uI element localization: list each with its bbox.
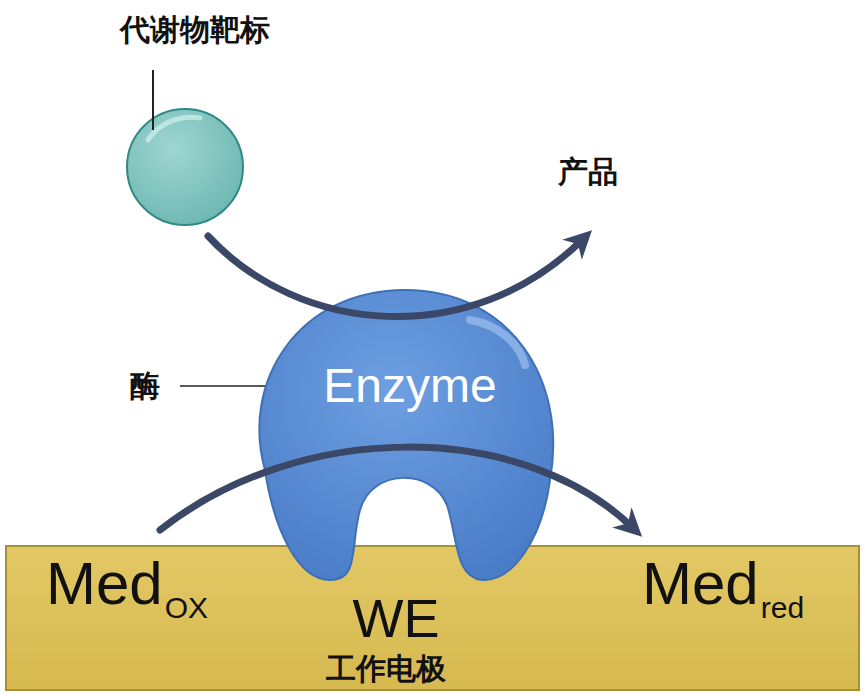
circle-highlight	[148, 117, 200, 140]
enzyme-shape	[259, 290, 553, 580]
electron-arrow	[160, 447, 632, 530]
leader-line	[152, 70, 154, 130]
electrode-band	[6, 546, 859, 690]
enzyme: Enzyme	[248, 290, 560, 580]
enzyme-highlight	[470, 320, 525, 365]
working-electrode: MedOXWE工作电极Medred	[6, 546, 859, 690]
subscript: red	[761, 593, 804, 623]
electrode-label: WE	[353, 591, 440, 645]
mediator-label: Med	[46, 554, 163, 614]
subscript: OX	[165, 593, 208, 623]
mediator-label: Med	[642, 554, 759, 614]
product-label: 产品	[558, 157, 618, 187]
enzyme-callout: 酶	[130, 371, 160, 401]
electrode-name: 工作电极	[326, 654, 446, 684]
metabolite-circle	[127, 109, 243, 225]
reaction-arrow	[208, 236, 582, 317]
enzyme-label: Enzyme	[323, 362, 496, 410]
target-label: 代谢物靶标	[120, 15, 270, 45]
leader-line	[180, 385, 265, 387]
